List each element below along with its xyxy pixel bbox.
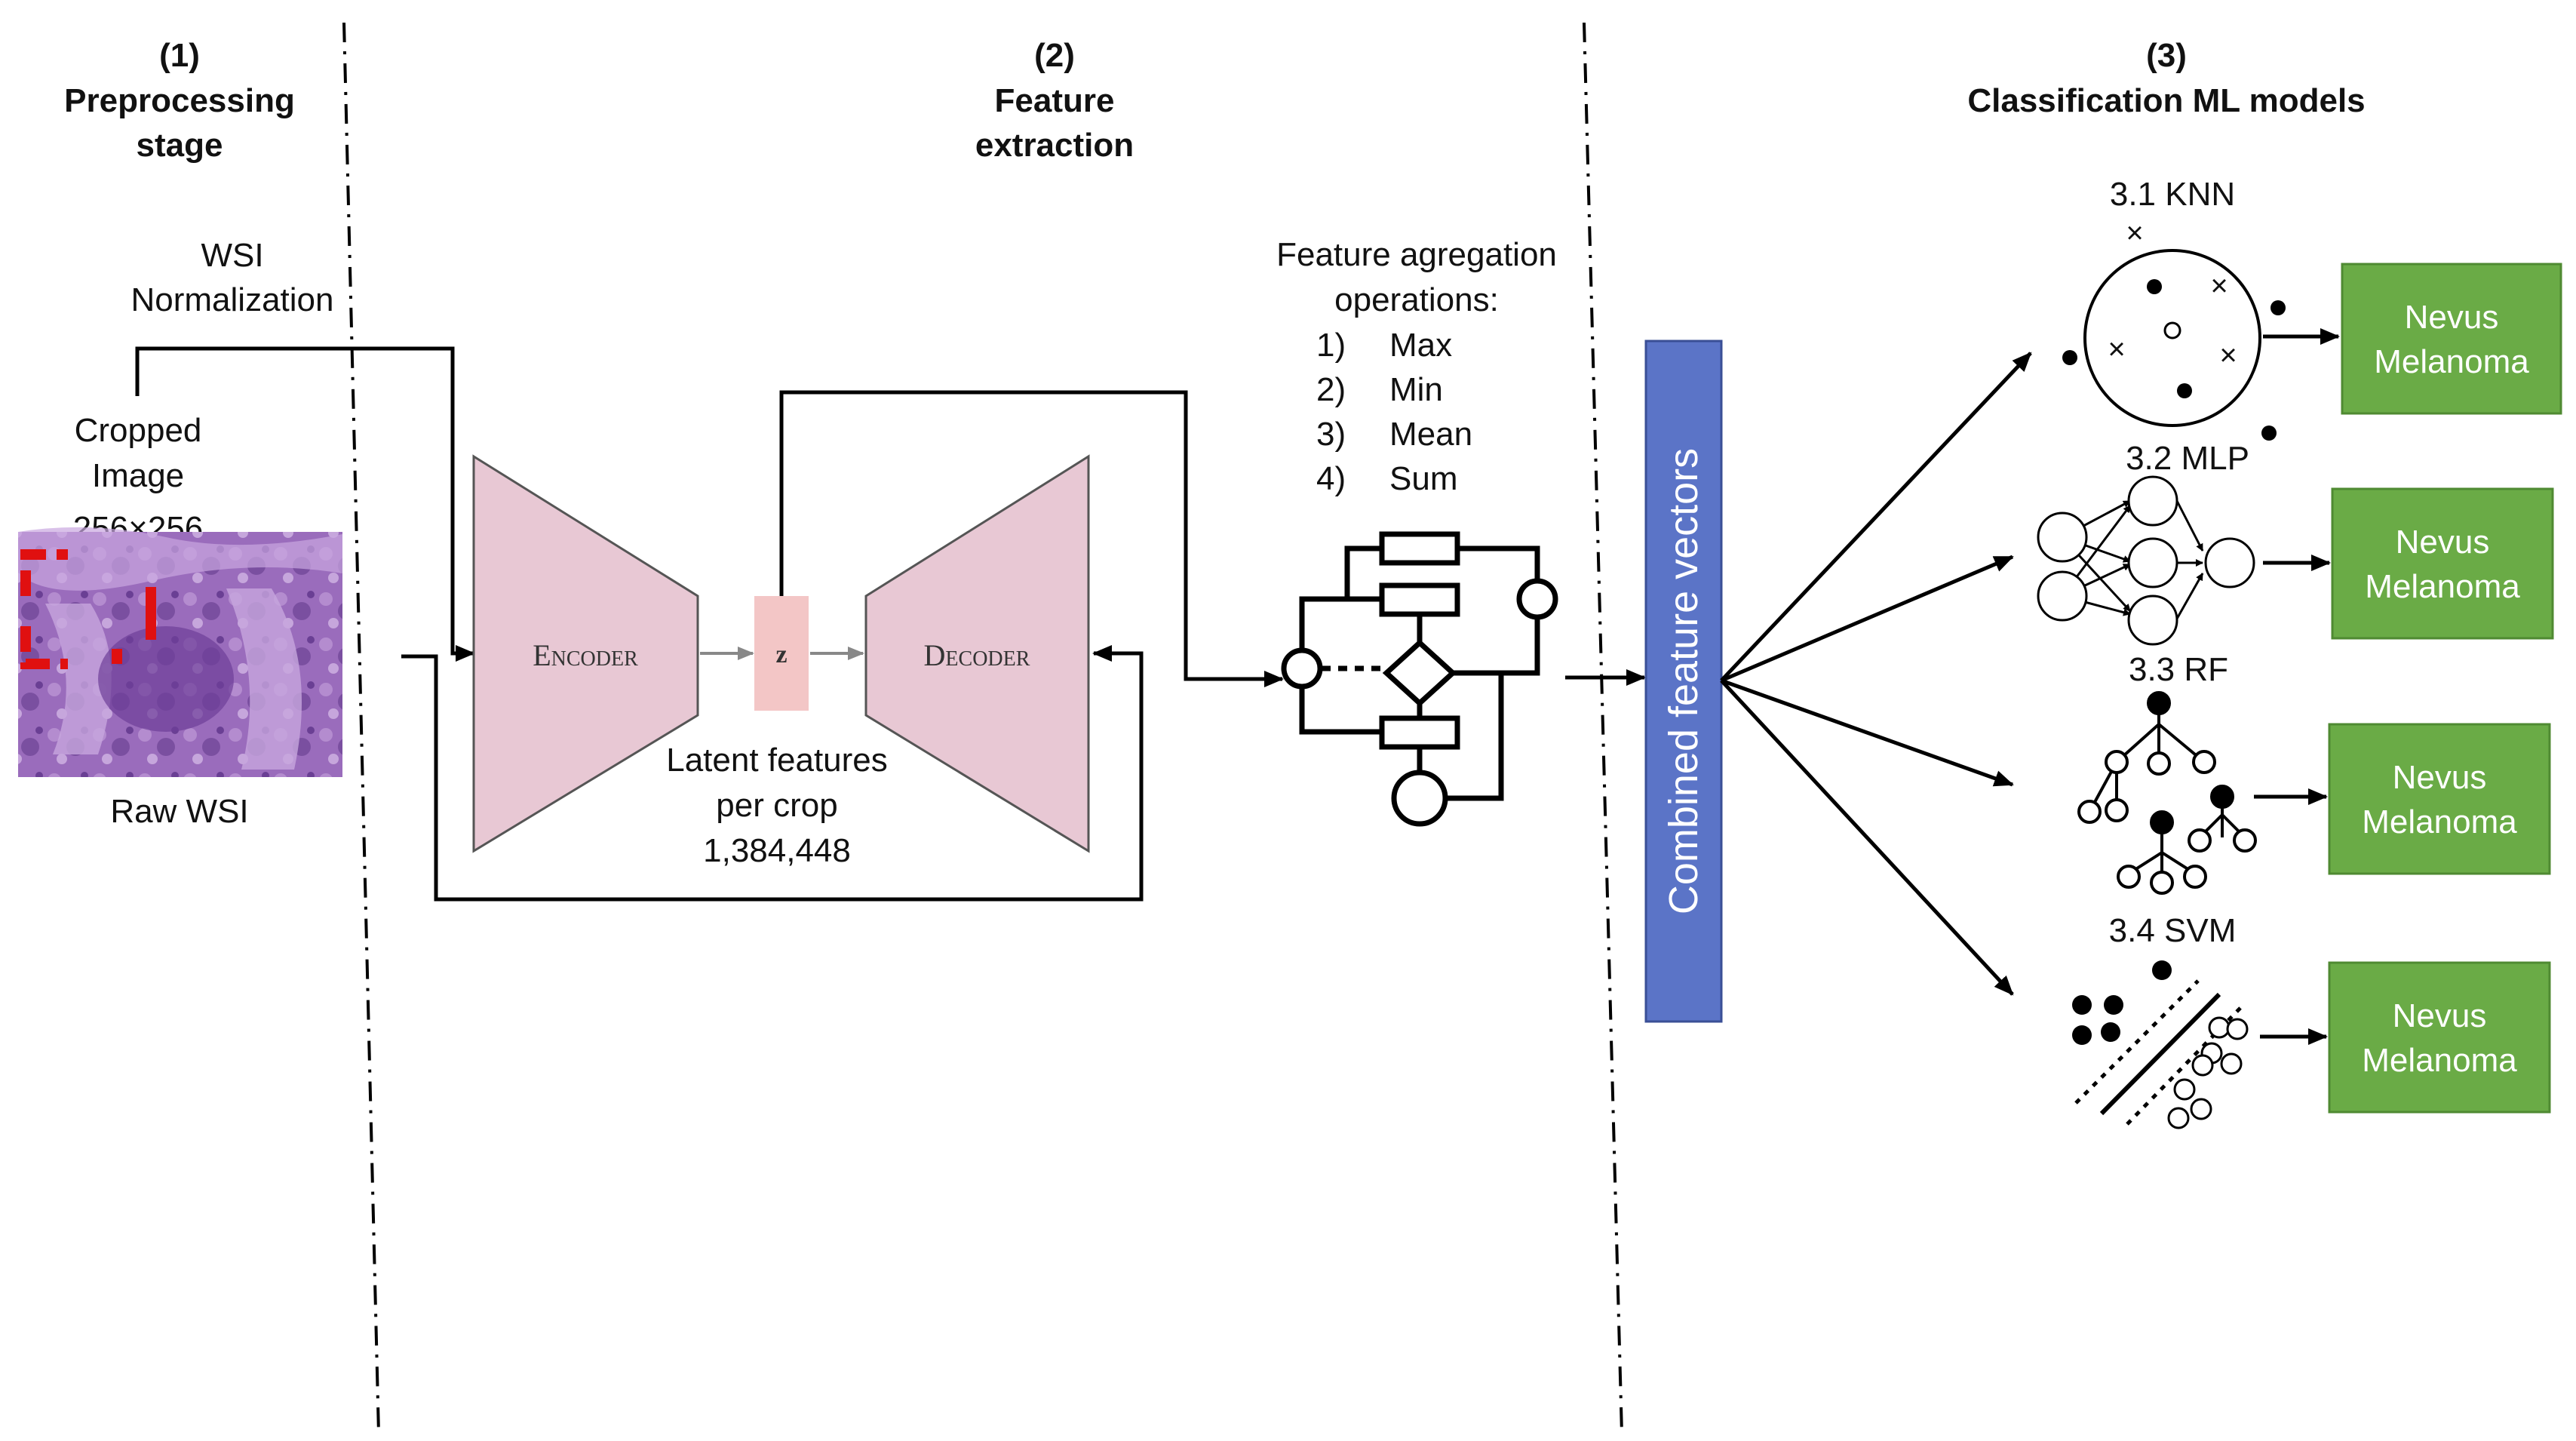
- rf-output-box: [2328, 723, 2551, 875]
- to-rf-arrow: [1721, 678, 2014, 787]
- svm-icon: [2072, 960, 2249, 1129]
- knn-icon: × × × ×: [2062, 217, 2286, 441]
- mlp-output-melanoma: Melanoma: [2365, 568, 2520, 605]
- aggregation-op-3-num: 3): [1316, 416, 1346, 453]
- svm-output-nevus: Nevus: [2393, 997, 2487, 1034]
- rf-output-melanoma: Melanoma: [2362, 803, 2517, 840]
- aggregation-title-line2: operations:: [1334, 281, 1499, 318]
- reconstruction-loop-arrow: [401, 645, 1144, 902]
- svm-output-box: [2328, 961, 2551, 1114]
- stage-separator-1: [342, 22, 380, 1434]
- combined-feature-vectors-label: Combined feature vectors: [1661, 448, 1706, 914]
- combined-feature-vectors-bar: [1644, 340, 1723, 1023]
- latent-caption-line3: 1,384,448: [703, 832, 851, 869]
- raw-wsi-label: Raw WSI: [110, 793, 248, 830]
- aggregation-op-4-num: 4): [1316, 460, 1346, 497]
- to-svm-arrow: [1720, 679, 2014, 996]
- aggregation-op-4-name: Sum: [1389, 460, 1457, 497]
- svm-output-melanoma: Melanoma: [2362, 1042, 2517, 1079]
- stage2-title-line2: extraction: [975, 127, 1134, 164]
- aggregation-op-2-name: Min: [1389, 371, 1443, 408]
- flowchart-icon: [1281, 531, 1558, 827]
- encoder-label: Encoder: [533, 638, 638, 672]
- stage3-number: (3): [2146, 37, 2187, 74]
- cropped-image-line1: Cropped: [75, 412, 202, 449]
- latent-caption-line1: Latent features: [666, 742, 888, 779]
- knn-output-nevus: Nevus: [2405, 299, 2499, 336]
- normalization-arrow: [135, 346, 475, 662]
- model-svm-label: 3.4 SVM: [2109, 912, 2237, 949]
- to-mlp-arrow: [1721, 555, 2014, 683]
- mlp-output-nevus: Nevus: [2396, 524, 2490, 561]
- svg-text:×: ×: [2210, 269, 2228, 303]
- aggregation-op-1-name: Max: [1389, 327, 1452, 364]
- model-mlp-label: 3.2 MLP: [2126, 440, 2249, 477]
- model-rf-label: 3.3 RF: [2129, 651, 2228, 688]
- aggregation-op-1-num: 1): [1316, 327, 1346, 364]
- aggregation-title-line1: Feature agregation: [1276, 236, 1557, 273]
- stage-separator-2: [1583, 22, 1623, 1434]
- mlp-output-box: [2331, 487, 2554, 640]
- encoder-block: [472, 454, 699, 853]
- knn-output-box: [2341, 263, 2562, 415]
- aggregation-op-3-name: Mean: [1389, 416, 1472, 453]
- rf-output-nevus: Nevus: [2393, 759, 2487, 796]
- latent-to-aggregation-arrow: [779, 390, 1284, 687]
- mlp-icon: [2037, 475, 2255, 646]
- stage2-number: (2): [1034, 37, 1075, 74]
- aggregation-op-2-num: 2): [1316, 371, 1346, 408]
- decoder-block: [864, 454, 1090, 853]
- wsi-normalization-line2: Normalization: [131, 281, 334, 318]
- stage2-title-line1: Feature: [995, 82, 1115, 119]
- raw-wsi-image: [18, 527, 342, 777]
- stage3-title: Classification ML models: [1967, 82, 2365, 119]
- stage1-number: (1): [159, 37, 200, 74]
- wsi-normalization-line1: WSI: [201, 237, 263, 274]
- decoder-label: Decoder: [924, 638, 1030, 672]
- knn-output-melanoma: Melanoma: [2374, 343, 2529, 380]
- stage1-title-line2: stage: [137, 127, 223, 164]
- random-forest-icon: [2077, 691, 2257, 895]
- model-knn-label: 3.1 KNN: [2110, 176, 2235, 213]
- svg-text:×: ×: [2219, 339, 2237, 372]
- cropped-image-line2: Image: [92, 457, 184, 494]
- latent-caption-line2: per crop: [716, 787, 837, 824]
- to-knn-arrow: [1720, 352, 2032, 682]
- svg-text:×: ×: [2108, 333, 2125, 366]
- latent-z-label: z: [775, 641, 787, 668]
- stage1-title-line1: Preprocessing: [64, 82, 295, 119]
- svg-text:×: ×: [2126, 217, 2143, 250]
- latent-z-box: [754, 596, 809, 711]
